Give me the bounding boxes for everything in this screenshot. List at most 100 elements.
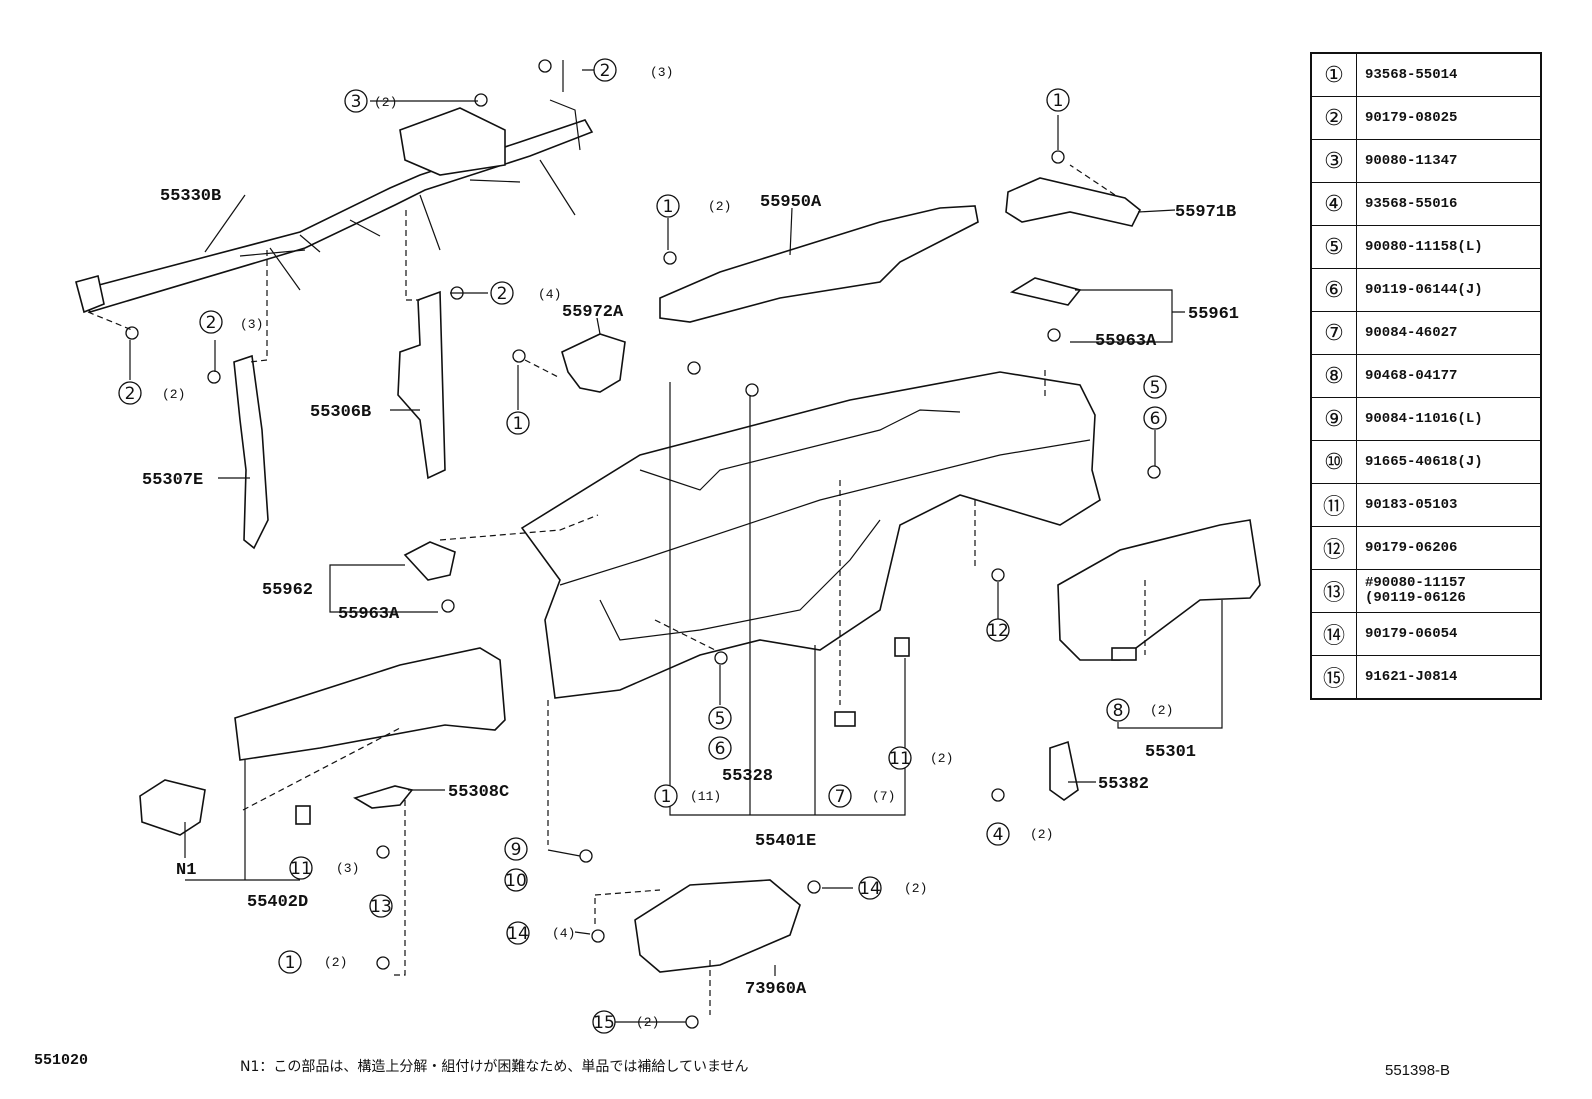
callouts: 3 (2) 2 (3) 2 (3) 2 (2) 2 (4) 1 (2) 1 1 …: [118, 58, 1173, 1034]
svg-text:(2): (2): [324, 955, 347, 970]
brace-55307e: [233, 354, 269, 550]
figure-code: 551020: [34, 1052, 89, 1069]
parts-table-number: 90179-06206: [1356, 526, 1542, 570]
parts-table-number: 91665-40618(J): [1356, 440, 1542, 484]
leader-lines: [129, 60, 1223, 1023]
parts-table-key: ⑦: [1310, 311, 1357, 355]
callout-5-panel: 5: [715, 709, 726, 729]
label-55950a: 55950A: [760, 193, 822, 212]
svg-text:(2): (2): [374, 95, 397, 110]
label-55301: 55301: [1145, 743, 1196, 762]
svg-text:(2): (2): [904, 881, 927, 896]
parts-table-number: 90179-08025: [1356, 96, 1542, 140]
callout-6-side: 6: [1150, 409, 1161, 429]
label-55971b: 55971B: [1175, 203, 1236, 222]
parts-table-key: ②: [1310, 96, 1357, 140]
svg-text:(2): (2): [162, 387, 185, 402]
svg-text:(2): (2): [636, 1015, 659, 1030]
defroster-duct-55950a: [659, 205, 979, 323]
parts-table-number: #90080-11157 (90119-06126: [1356, 569, 1542, 613]
parts-table-number: 90084-46027: [1356, 311, 1542, 355]
callout-2-left: 2: [206, 313, 217, 333]
drawing-reference: 551398-B: [1385, 1062, 1451, 1079]
airbag-73960a: [634, 879, 801, 973]
callout-1-panel: 1: [661, 787, 672, 807]
callout-2-mid: 2: [497, 284, 508, 304]
parts-table-key: ⑨: [1310, 397, 1357, 441]
fasteners: [125, 59, 1161, 1029]
parts-table-key: ⑥: [1310, 268, 1357, 312]
assembly-dashed-lines: [87, 164, 1146, 1015]
parts-table-number: 90179-06054: [1356, 612, 1542, 656]
bracket-55306b: [397, 290, 446, 480]
lower-panel-55402d: [234, 647, 506, 761]
svg-text:(2): (2): [930, 751, 953, 766]
parts-table-number: 93568-55014: [1356, 52, 1542, 97]
label-73960a: 73960A: [745, 980, 807, 999]
svg-text:(3): (3): [336, 861, 359, 876]
svg-text:(11): (11): [690, 789, 721, 804]
label-55963a: 55963A: [338, 605, 400, 624]
callout-11-panel: 11: [889, 749, 911, 769]
parts-table-number: 90468-04177: [1356, 354, 1542, 398]
switch-n1: [139, 779, 206, 836]
callout-6-panel: 6: [715, 739, 726, 759]
parts-table-key: ④: [1310, 182, 1357, 226]
callout-14-right: 14: [859, 879, 881, 899]
label-55328: 55328: [722, 767, 773, 786]
svg-text:(4): (4): [552, 926, 575, 941]
callout-2-top: 2: [600, 61, 611, 81]
callout-5-side: 5: [1150, 378, 1161, 398]
instrument-panel-55401e: [520, 371, 1101, 699]
svg-text:(2): (2): [708, 199, 731, 214]
side-duct-55971b: [1005, 177, 1142, 227]
callout-9: 9: [511, 840, 522, 860]
svg-text:(3): (3): [240, 317, 263, 332]
vent-55961: [1009, 277, 1082, 306]
svg-text:(3): (3): [650, 65, 673, 80]
label-55330b: 55330B: [160, 187, 221, 206]
part-labels: 55330B 55950A 55971B 55972A 5 5 9 6 1 55963A…: [142, 187, 1239, 999]
parts-table-number: 90080-11158(L): [1356, 225, 1542, 269]
label-55382: 55382: [1098, 775, 1149, 794]
parts-table-number: 90080-11347: [1356, 139, 1542, 183]
parts-table-key: ⑬: [1310, 569, 1357, 613]
parts-table-number: 90119-06144(J): [1356, 268, 1542, 312]
callout-3: 3: [351, 92, 362, 112]
parts-table-key: ①: [1310, 52, 1357, 97]
callout-11-lower: 11: [290, 859, 312, 879]
callout-1-lower: 1: [285, 953, 296, 973]
n1-footnote: N1：この部品は、構造上分解・組付けが困難なため、単品では補給していません: [240, 1059, 749, 1075]
label-55962: 55962: [262, 581, 313, 600]
parts-table-row: ⑬#90080-11157 (90119-06126: [1310, 569, 1542, 613]
label-55307e: 55307E: [142, 471, 203, 490]
label-55306b: 55306B: [310, 403, 371, 422]
svg-text:(7): (7): [872, 789, 895, 804]
callout-13: 13: [370, 897, 392, 917]
label-55308c: 55308C: [448, 783, 509, 802]
reinforcement-beam-55330b: [75, 99, 594, 314]
svg-text:(4): (4): [538, 287, 561, 302]
vent-55962: [403, 541, 456, 581]
callout-14-left: 14: [507, 924, 529, 944]
label-55972a: 55972A: [562, 303, 624, 322]
parts-table-key: ⑭: [1310, 612, 1357, 656]
label-55402d: 55402D: [247, 893, 308, 912]
parts-table-key: ③: [1310, 139, 1357, 183]
svg-text:(2): (2): [1030, 827, 1053, 842]
label-n1: N1: [176, 861, 196, 880]
callout-1-duct-55972a: 1: [513, 414, 524, 434]
parts-table-key: ⑧: [1310, 354, 1357, 398]
callout-15: 15: [593, 1013, 615, 1033]
